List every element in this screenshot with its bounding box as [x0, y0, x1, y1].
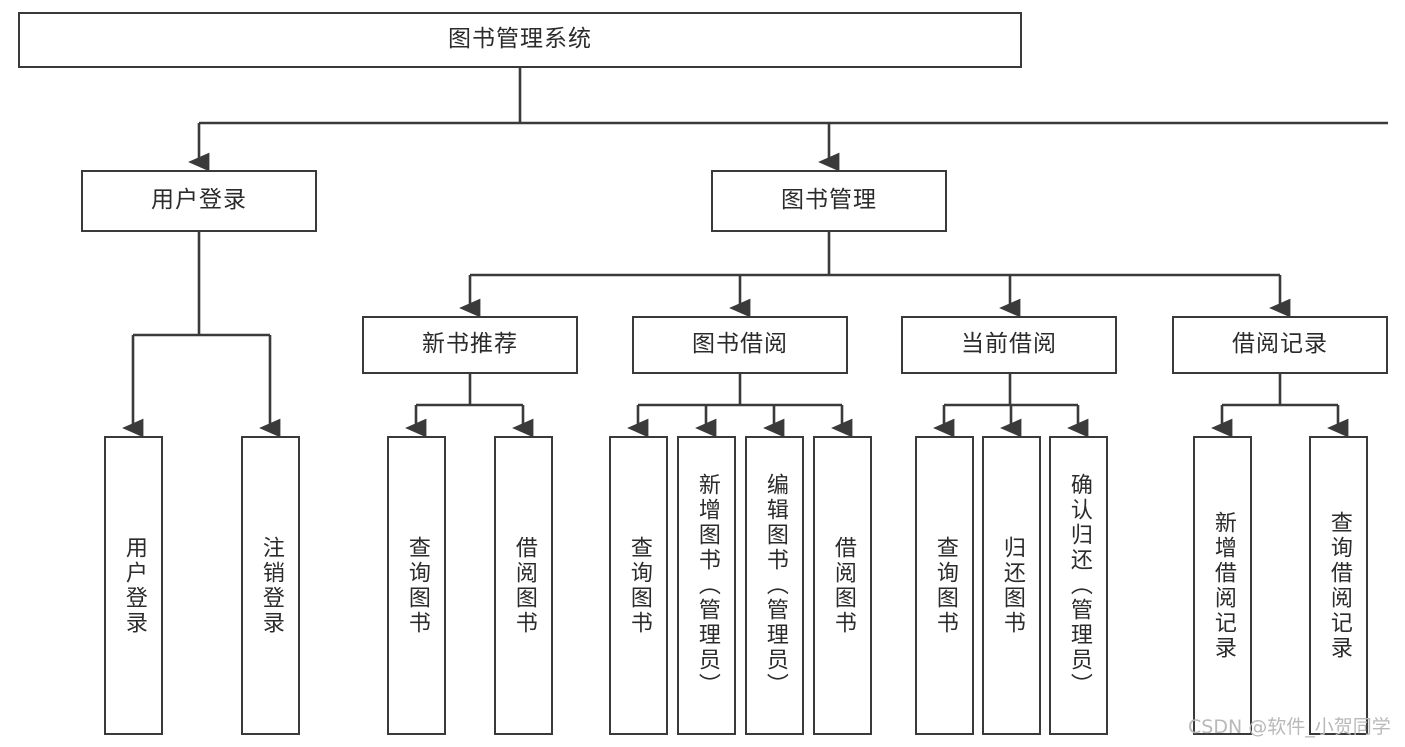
- node-book-management[interactable]: 图书管理: [711, 170, 947, 232]
- node-leaf-add-record[interactable]: 新增借阅记录: [1193, 436, 1252, 735]
- node-leaf-query-book-1-label: 查询图书: [404, 535, 430, 636]
- node-leaf-return-book[interactable]: 归还图书: [982, 436, 1041, 735]
- node-leaf-add-book[interactable]: 新增图书（管理员）: [677, 436, 736, 735]
- node-leaf-add-book-label: 新增图书（管理员）: [694, 473, 720, 698]
- node-new-book-recommend[interactable]: 新书推荐: [362, 316, 578, 374]
- node-current-borrow-label: 当前借阅: [961, 331, 1057, 358]
- csdn-watermark: CSDN @软件_小贺同学: [1188, 716, 1391, 738]
- node-new-book-recommend-label: 新书推荐: [422, 331, 518, 358]
- node-book-borrow-label: 图书借阅: [692, 331, 788, 358]
- node-borrow-record-label: 借阅记录: [1232, 331, 1328, 358]
- node-leaf-query-book-1[interactable]: 查询图书: [387, 436, 446, 735]
- node-current-borrow[interactable]: 当前借阅: [901, 316, 1117, 374]
- node-leaf-user-login[interactable]: 用户登录: [104, 436, 163, 735]
- node-leaf-borrow-book-2-label: 借阅图书: [830, 535, 856, 636]
- node-leaf-borrow-book-1[interactable]: 借阅图书: [494, 436, 553, 735]
- node-leaf-confirm-return-label: 确认归还（管理员）: [1066, 473, 1092, 698]
- node-leaf-user-login-label: 用户登录: [121, 535, 147, 636]
- node-leaf-borrow-book-2[interactable]: 借阅图书: [813, 436, 872, 735]
- node-user-login[interactable]: 用户登录: [81, 170, 317, 232]
- node-leaf-return-book-label: 归还图书: [999, 535, 1025, 636]
- node-leaf-query-book-3-label: 查询图书: [932, 535, 958, 636]
- node-leaf-edit-book-label: 编辑图书（管理员）: [762, 473, 788, 698]
- node-root-book-management-system[interactable]: 图书管理系统: [18, 12, 1022, 68]
- node-book-management-label: 图书管理: [781, 187, 877, 214]
- node-leaf-query-record-label: 查询借阅记录: [1326, 510, 1352, 661]
- node-leaf-logout-label: 注销登录: [258, 535, 284, 636]
- node-leaf-query-book-2-label: 查询图书: [626, 535, 652, 636]
- node-leaf-borrow-book-1-label: 借阅图书: [511, 535, 537, 636]
- node-leaf-query-record[interactable]: 查询借阅记录: [1309, 436, 1368, 735]
- node-borrow-record[interactable]: 借阅记录: [1172, 316, 1388, 374]
- node-leaf-edit-book[interactable]: 编辑图书（管理员）: [745, 436, 804, 735]
- node-user-login-label: 用户登录: [151, 187, 247, 214]
- node-leaf-query-book-3[interactable]: 查询图书: [915, 436, 974, 735]
- node-leaf-add-record-label: 新增借阅记录: [1210, 510, 1236, 661]
- node-book-borrow[interactable]: 图书借阅: [632, 316, 848, 374]
- node-root-label: 图书管理系统: [448, 26, 592, 53]
- node-leaf-query-book-2[interactable]: 查询图书: [609, 436, 668, 735]
- node-leaf-confirm-return[interactable]: 确认归还（管理员）: [1049, 436, 1108, 735]
- node-leaf-logout[interactable]: 注销登录: [241, 436, 300, 735]
